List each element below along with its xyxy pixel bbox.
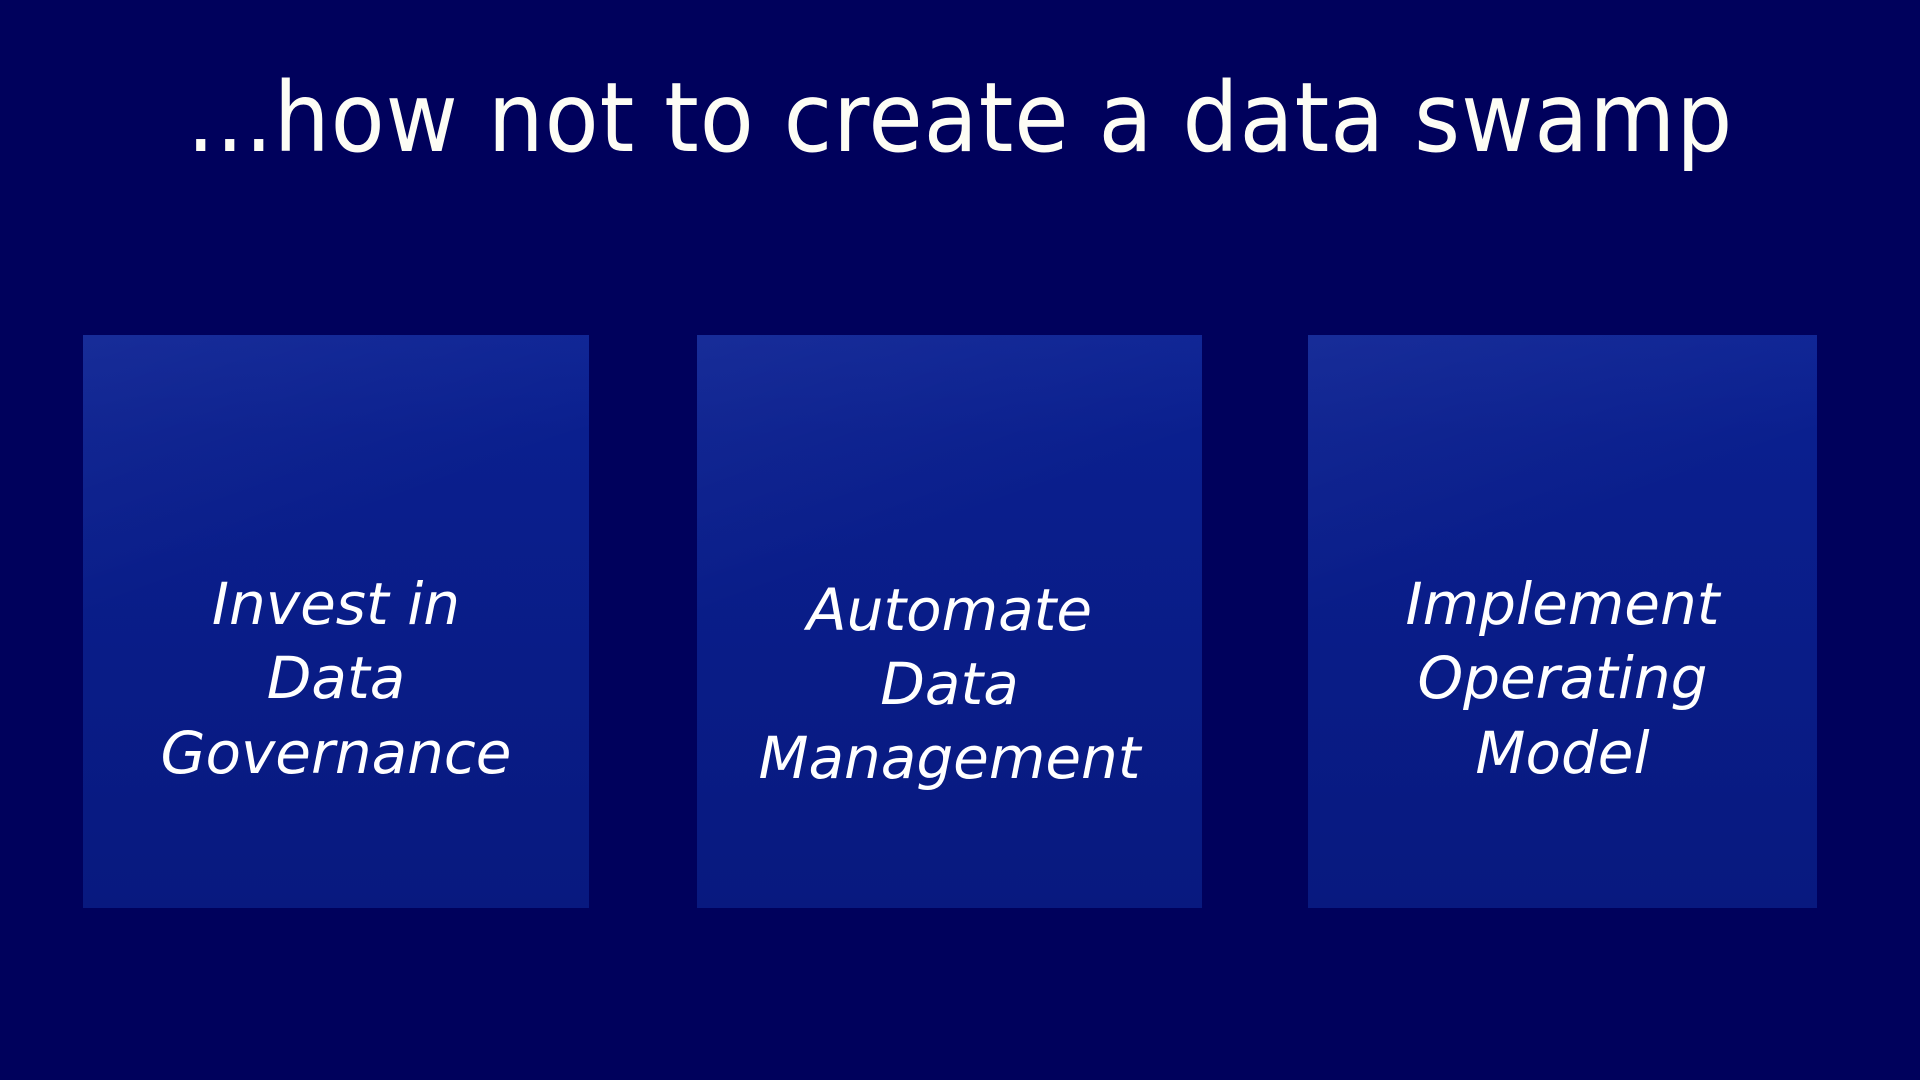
panel-label: Invest in Data Governance: [160, 570, 512, 787]
panel-row: Invest in Data Governance Automate Data …: [83, 335, 1817, 908]
page-title: ...how not to create a data swamp: [186, 62, 1734, 174]
panel-implement-operating-model[interactable]: Implement Operating Model: [1308, 335, 1817, 908]
panel-invest-in-data-governance[interactable]: Invest in Data Governance: [83, 335, 589, 908]
panel-automate-data-management[interactable]: Automate Data Management: [697, 335, 1202, 908]
panel-label: Automate Data Management: [758, 575, 1141, 793]
panel-label: Implement Operating Model: [1405, 570, 1720, 787]
